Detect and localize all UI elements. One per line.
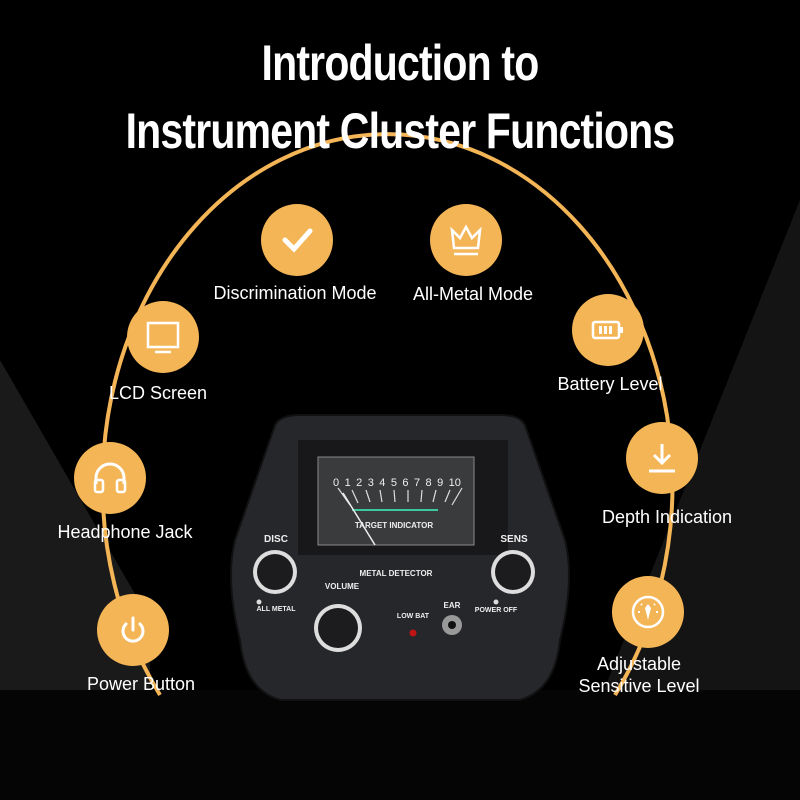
low-battery-led (409, 629, 417, 637)
gauge-icon (612, 576, 684, 648)
scale-tick: 0 (333, 477, 340, 489)
headphones-icon (74, 442, 146, 514)
checkmark-icon (261, 204, 333, 276)
scale-tick: 9 (437, 477, 444, 489)
disc-label: DISC (264, 534, 288, 545)
feature-label: Adjustable Sensitive Level (578, 654, 700, 696)
scale-tick: 7 (413, 477, 421, 489)
power-off-label: POWER OFF (474, 607, 518, 614)
feature-label: Battery Level (557, 374, 663, 394)
scale-tick: 5 (390, 477, 397, 489)
feature-label: Depth Indication (601, 507, 733, 527)
title-line-2: Instrument Cluster Functions (125, 103, 676, 159)
title-line-1: Introduction to (261, 35, 540, 91)
scale-tick: 1 (344, 477, 351, 489)
feature-label: Headphone Jack (57, 522, 193, 542)
feature-label: LCD Screen (108, 383, 208, 403)
low-bat-label: LOW BAT (396, 613, 430, 620)
crown-icon (430, 204, 502, 276)
scale-tick: 3 (367, 477, 374, 489)
meter-label: TARGET INDICATOR (354, 521, 434, 530)
volume-label: VOLUME (324, 582, 360, 591)
all-metal-label: ALL METAL (256, 606, 296, 613)
sens-label: SENS (500, 534, 528, 545)
brand-label: METAL DETECTOR (359, 569, 433, 578)
power-icon (97, 594, 169, 666)
ear-jack (448, 621, 456, 629)
ear-label: EAR (443, 601, 461, 610)
feature-label: Discrimination Mode (213, 283, 377, 303)
feature-label: Power Button (86, 674, 196, 694)
scale-tick: 6 (402, 477, 409, 489)
scale-tick: 4 (379, 477, 386, 489)
feature-label: All-Metal Mode (412, 284, 534, 304)
scale-tick: 2 (356, 477, 363, 489)
download-icon (626, 422, 698, 494)
battery-icon (572, 294, 644, 366)
scale-tick: 10 (448, 477, 461, 489)
scale-tick: 8 (425, 477, 432, 489)
monitor-icon (127, 301, 199, 373)
meter-needle (342, 492, 376, 546)
